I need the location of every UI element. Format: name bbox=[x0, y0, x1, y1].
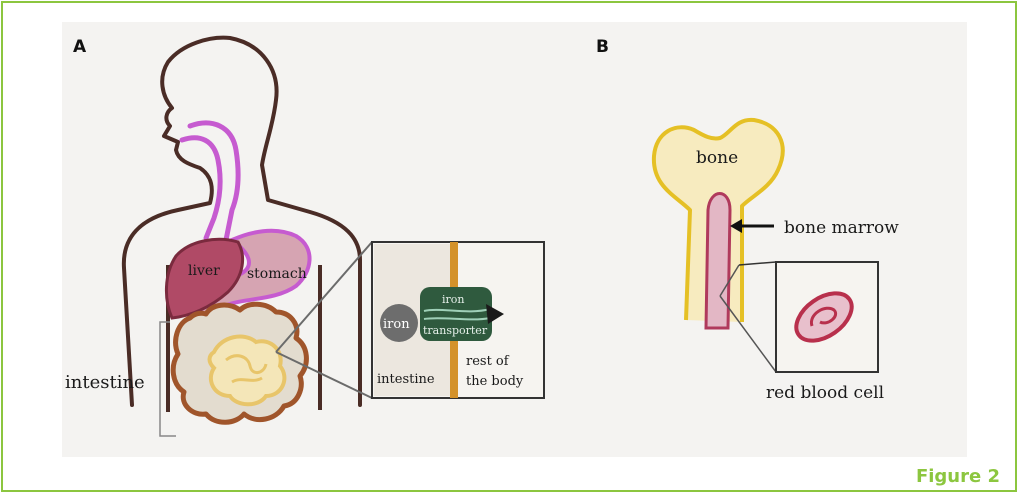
label-inset-intestine: intestine bbox=[377, 372, 435, 387]
rbc-inset-top-edge bbox=[739, 262, 776, 265]
bone-marrow-shape bbox=[706, 194, 730, 329]
label-bone: bone bbox=[696, 148, 738, 168]
label-transporter: transporter bbox=[423, 324, 488, 337]
figure-caption: Figure 2 bbox=[916, 466, 1000, 487]
label-transporter-iron: iron bbox=[442, 293, 464, 306]
small-intestine bbox=[210, 337, 285, 405]
label-the-body: the body bbox=[466, 374, 524, 389]
label-stomach: stomach bbox=[247, 266, 307, 282]
zoom-line-b-bottom bbox=[720, 296, 776, 372]
label-bone-marrow: bone marrow bbox=[784, 218, 899, 238]
trachea bbox=[182, 138, 220, 238]
label-liver: liver bbox=[188, 263, 220, 279]
panel-b-bone bbox=[654, 120, 878, 372]
label-iron: iron bbox=[383, 317, 410, 332]
label-red-blood-cell: red blood cell bbox=[766, 383, 884, 403]
panel-a-body bbox=[124, 38, 372, 436]
label-intestine: intestine bbox=[65, 372, 145, 393]
label-rest-of: rest of bbox=[466, 354, 510, 369]
